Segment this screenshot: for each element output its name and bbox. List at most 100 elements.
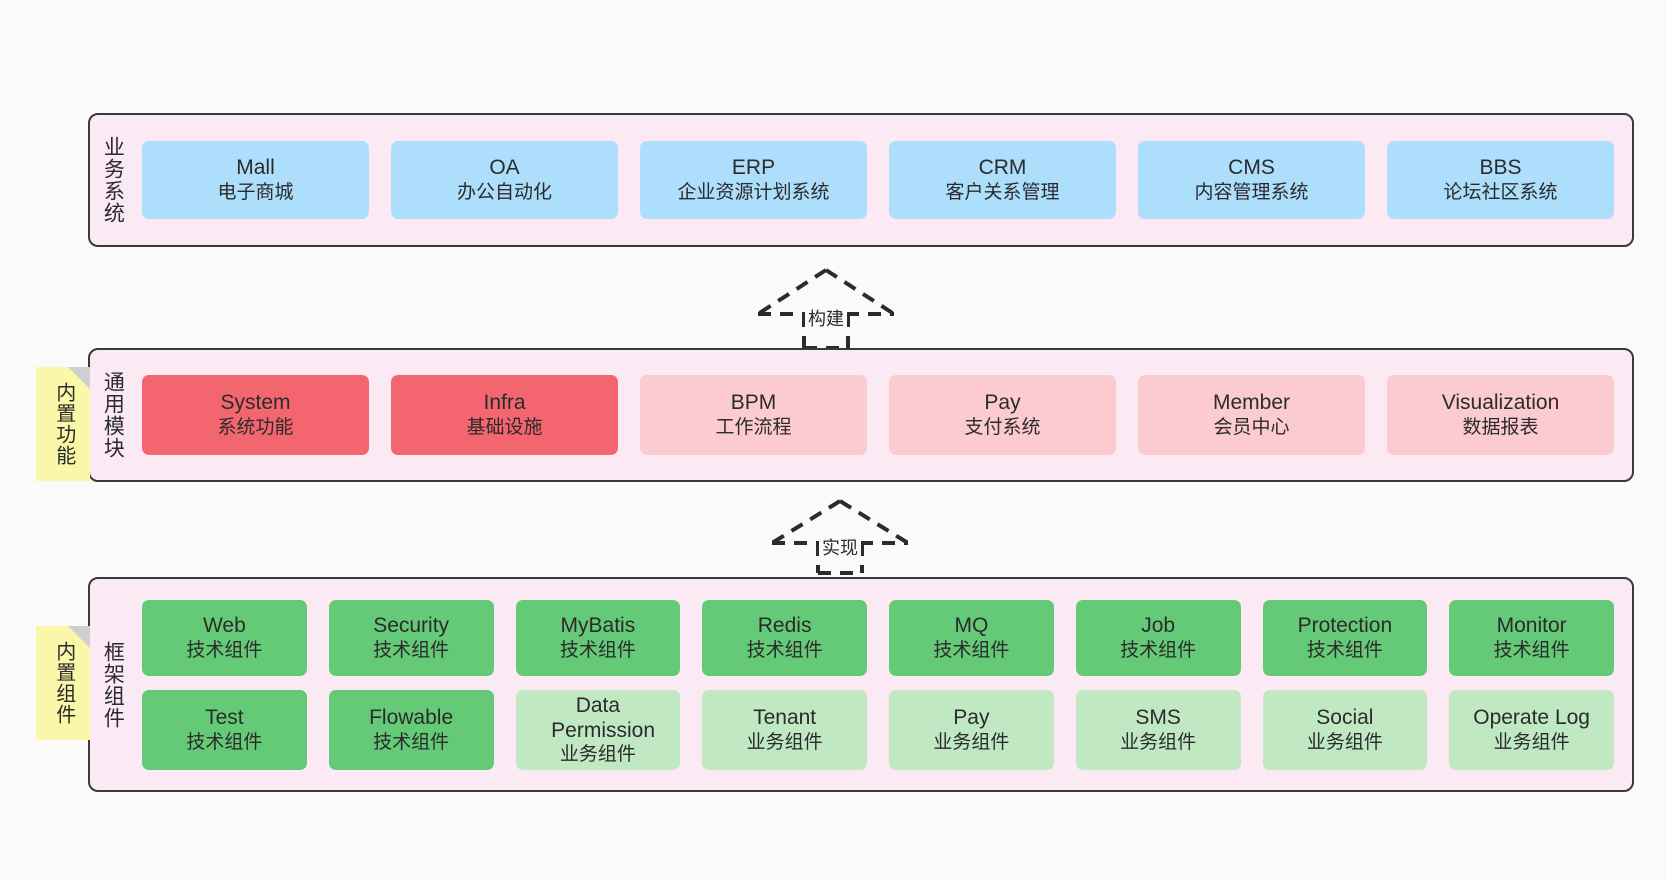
node-redis[interactable]: Redis 技术组件 [702, 599, 867, 676]
layer-common-modules: 通用模块 System 系统功能 Infra 基础设施 BPM 工作流程 Pay… [88, 348, 1634, 482]
node-title: Visualization [1441, 391, 1560, 415]
layer-body-common-modules: System 系统功能 Infra 基础设施 BPM 工作流程 Pay 支付系统… [134, 350, 1632, 480]
note-fold-corner-icon [68, 626, 90, 648]
node-subtitle: 业务组件 [559, 743, 636, 765]
connector-label-implement: 实现 [819, 534, 861, 560]
node-mall[interactable]: Mall 电子商城 [142, 141, 369, 219]
node-subtitle: 技术组件 [373, 731, 450, 753]
node-title: Monitor [1496, 613, 1567, 637]
node-title: MQ [954, 613, 989, 637]
note-builtin-components: 内置组件 [36, 626, 90, 740]
node-subtitle: 电子商城 [217, 182, 294, 204]
node-title: Job [1141, 613, 1176, 637]
node-row: System 系统功能 Infra 基础设施 BPM 工作流程 Pay 支付系统… [142, 375, 1614, 455]
node-bbs[interactable]: BBS 论坛社区系统 [1387, 141, 1614, 219]
node-title: Redis [757, 613, 812, 637]
node-row: Test 技术组件 Flowable 技术组件 Data Permission … [142, 689, 1614, 770]
node-title: CRM [978, 156, 1027, 180]
node-title: BPM [730, 391, 777, 415]
node-visualization[interactable]: Visualization 数据报表 [1387, 375, 1614, 455]
node-title: OA [489, 156, 520, 180]
node-title: Operate Log [1473, 705, 1590, 729]
node-title: System [220, 391, 291, 415]
node-subtitle: 业务组件 [933, 731, 1010, 753]
node-security[interactable]: Security 技术组件 [328, 599, 494, 676]
note-text: 内置功能 [52, 382, 75, 466]
node-operate-log[interactable]: Operate Log 业务组件 [1449, 689, 1614, 770]
node-subtitle: 技术组件 [1120, 639, 1197, 661]
node-subtitle: 技术组件 [1493, 639, 1570, 661]
node-title: Member [1212, 391, 1291, 415]
node-flowable[interactable]: Flowable 技术组件 [328, 689, 494, 770]
layer-title-common-modules: 通用模块 [101, 371, 125, 459]
node-subtitle: 企业资源计划系统 [677, 182, 830, 204]
connector-label-build: 构建 [805, 305, 847, 331]
note-text: 内置组件 [52, 641, 75, 725]
node-title: SMS [1135, 705, 1181, 729]
node-job[interactable]: Job 技术组件 [1075, 599, 1241, 676]
layer-title-framework-components: 框架组件 [101, 640, 125, 729]
node-pay-module[interactable]: Pay 支付系统 [889, 375, 1116, 455]
node-title: Mall [236, 156, 275, 180]
node-bpm[interactable]: BPM 工作流程 [640, 375, 867, 455]
node-title: MyBatis [560, 613, 636, 637]
node-protection[interactable]: Protection 技术组件 [1262, 599, 1428, 676]
node-infra[interactable]: Infra 基础设施 [391, 375, 618, 455]
node-web[interactable]: Web 技术组件 [142, 599, 307, 676]
node-subtitle: 客户关系管理 [945, 182, 1060, 204]
node-crm[interactable]: CRM 客户关系管理 [889, 141, 1116, 219]
layer-business-systems: 业务系统 Mall 电子商城 OA 办公自动化 ERP 企业资源计划系统 CRM… [88, 113, 1634, 247]
layer-body-business-systems: Mall 电子商城 OA 办公自动化 ERP 企业资源计划系统 CRM 客户关系… [134, 115, 1632, 245]
node-title: Data Permission [551, 693, 656, 742]
node-title: Test [205, 705, 244, 729]
node-title: Pay [984, 391, 1021, 415]
node-mybatis[interactable]: MyBatis 技术组件 [515, 599, 681, 676]
node-cms[interactable]: CMS 内容管理系统 [1138, 141, 1365, 219]
node-social[interactable]: Social 业务组件 [1262, 689, 1428, 770]
node-oa[interactable]: OA 办公自动化 [391, 141, 618, 219]
node-subtitle: 会员中心 [1213, 417, 1290, 439]
layer-body-framework-components: Web 技术组件 Security 技术组件 MyBatis 技术组件 Redi… [134, 579, 1632, 790]
node-subtitle: 基础设施 [466, 417, 543, 439]
node-subtitle: 业务组件 [1493, 731, 1570, 753]
node-title: ERP [731, 156, 776, 180]
node-subtitle: 技术组件 [1306, 639, 1383, 661]
node-subtitle: 系统功能 [217, 417, 294, 439]
node-subtitle: 工作流程 [715, 417, 792, 439]
node-row: Mall 电子商城 OA 办公自动化 ERP 企业资源计划系统 CRM 客户关系… [142, 141, 1614, 219]
node-title: Security [373, 613, 450, 637]
node-pay-component[interactable]: Pay 业务组件 [889, 689, 1054, 770]
connector-build: 构建 [756, 264, 896, 350]
node-subtitle: 业务组件 [1306, 731, 1383, 753]
node-title: Protection [1297, 613, 1393, 637]
connector-implement: 实现 [770, 495, 910, 575]
node-title: Social [1316, 705, 1374, 729]
node-title: Infra [483, 391, 526, 415]
node-subtitle: 业务组件 [746, 731, 823, 753]
node-mq[interactable]: MQ 技术组件 [889, 599, 1054, 676]
node-erp[interactable]: ERP 企业资源计划系统 [640, 141, 867, 219]
node-title: CMS [1228, 156, 1275, 180]
node-subtitle: 技术组件 [746, 639, 823, 661]
node-subtitle: 论坛社区系统 [1443, 182, 1558, 204]
node-tenant[interactable]: Tenant 业务组件 [702, 689, 867, 770]
node-title: Tenant [753, 705, 817, 729]
node-subtitle: 技术组件 [373, 639, 450, 661]
layer-framework-components: 框架组件 Web 技术组件 Security 技术组件 MyBatis 技术组件… [88, 577, 1634, 792]
node-row: Web 技术组件 Security 技术组件 MyBatis 技术组件 Redi… [142, 599, 1614, 676]
node-monitor[interactable]: Monitor 技术组件 [1449, 599, 1614, 676]
node-test[interactable]: Test 技术组件 [142, 689, 307, 770]
node-subtitle: 数据报表 [1462, 417, 1539, 439]
node-title: Pay [953, 705, 990, 729]
node-member[interactable]: Member 会员中心 [1138, 375, 1365, 455]
node-title: BBS [1479, 156, 1522, 180]
node-title: Flowable [369, 705, 454, 729]
node-subtitle: 办公自动化 [456, 182, 552, 204]
node-data-permission[interactable]: Data Permission 业务组件 [515, 689, 681, 770]
node-subtitle: 技术组件 [186, 731, 263, 753]
node-sms[interactable]: SMS 业务组件 [1075, 689, 1241, 770]
node-system[interactable]: System 系统功能 [142, 375, 369, 455]
layer-title-business-systems: 业务系统 [101, 136, 125, 224]
node-subtitle: 技术组件 [186, 639, 263, 661]
